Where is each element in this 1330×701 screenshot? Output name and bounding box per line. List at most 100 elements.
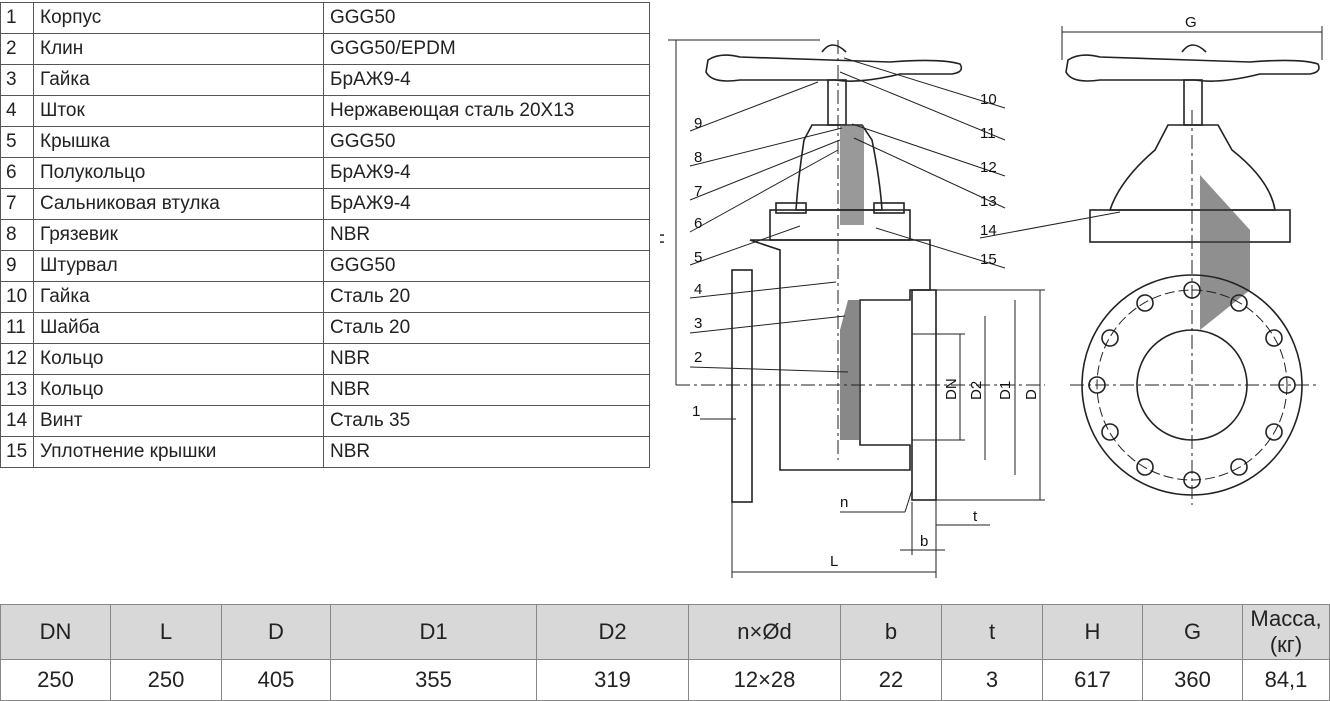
callout-leader <box>689 149 839 233</box>
part-name: Корпус <box>33 2 324 34</box>
bolt-hole <box>1265 329 1283 347</box>
dim-h-label: H <box>660 233 668 244</box>
callout-leader <box>875 227 1006 269</box>
callout-leader <box>689 366 849 373</box>
bonnet-flange-front <box>1089 209 1291 243</box>
part-material: GGG50 <box>323 126 650 158</box>
callout-15: 15 <box>980 251 997 268</box>
dim-d-label: D <box>1023 389 1040 400</box>
table-cell: 405 <box>221 659 331 701</box>
part-material: БрАЖ9-4 <box>323 188 650 220</box>
callout-leader <box>851 123 1006 177</box>
part-number: 10 <box>0 281 34 313</box>
part-material: БрАЖ9-4 <box>323 64 650 96</box>
callout-6: 6 <box>694 215 702 232</box>
callout-4: 4 <box>694 281 702 298</box>
column-header: L <box>110 604 222 660</box>
dim-d2-label: D2 <box>968 381 985 400</box>
table-cell: 250 <box>110 659 222 701</box>
part-number: 2 <box>0 33 34 65</box>
part-number: 6 <box>0 157 34 189</box>
part-number: 9 <box>0 250 34 282</box>
part-name: Кольцо <box>33 343 324 375</box>
callout-5: 5 <box>694 249 702 266</box>
table-row: 250 250 405 355 319 12×28 22 3 617 360 8… <box>0 659 1330 701</box>
part-number: 15 <box>0 436 34 468</box>
part-material: GGG50 <box>323 2 650 34</box>
bolt-head <box>873 202 905 214</box>
stem-top <box>827 79 847 126</box>
callout-leader <box>689 139 841 201</box>
column-header: H <box>1042 604 1143 660</box>
callout-11: 11 <box>980 125 996 142</box>
part-name: Клин <box>33 33 324 65</box>
part-material: GGG50 <box>323 250 650 282</box>
bolt-hole <box>1136 458 1154 476</box>
dim-b-label: b <box>920 533 928 550</box>
wedge-section <box>840 300 860 440</box>
callout-leader <box>689 281 837 299</box>
part-number: 13 <box>0 374 34 406</box>
part-material: NBR <box>323 374 650 406</box>
bonnet-section <box>840 125 864 225</box>
part-name: Крышка <box>33 126 324 158</box>
part-name: Гайка <box>33 281 324 313</box>
part-number: 14 <box>0 405 34 437</box>
callout-leader <box>979 211 1121 239</box>
part-name: Кольцо <box>33 374 324 406</box>
dim-g-label: G <box>1185 14 1197 31</box>
dim-dn-label: DN <box>943 378 960 400</box>
column-header: D1 <box>330 604 537 660</box>
part-material: Сталь 20 <box>323 281 650 313</box>
front-view: G <box>1061 14 1323 505</box>
callout-9: 9 <box>694 115 702 132</box>
part-name: Уплотнение крышки <box>33 436 324 468</box>
wedge-front <box>1200 175 1250 330</box>
table-cell: 3 <box>941 659 1043 701</box>
part-number: 4 <box>0 95 34 127</box>
part-name: Сальниковая втулка <box>33 188 324 220</box>
dim-l-label: L <box>830 553 838 570</box>
table-cell: 360 <box>1142 659 1243 701</box>
part-material: Сталь 20 <box>323 312 650 344</box>
part-number: 1 <box>0 2 34 34</box>
column-header: Масса, (кг) <box>1242 604 1330 660</box>
part-number: 8 <box>0 219 34 251</box>
part-material: Сталь 35 <box>323 405 650 437</box>
part-number: 5 <box>0 126 34 158</box>
table-cell: 319 <box>536 659 689 701</box>
callout-leader <box>689 81 819 132</box>
callout-leader <box>853 137 1006 209</box>
part-name: Шток <box>33 95 324 127</box>
callout-leader <box>689 225 801 266</box>
table-cell: 22 <box>840 659 942 701</box>
dim-t-label: t <box>973 508 978 525</box>
bolt-hole <box>1265 423 1283 441</box>
callout-1: 1 <box>692 403 700 420</box>
table-cell: 617 <box>1042 659 1143 701</box>
callout-2: 2 <box>694 349 702 366</box>
bolt-hole <box>1101 423 1119 441</box>
part-name: Штурвал <box>33 250 324 282</box>
valve-drawing: H DN D2 D1 D L n b t 1 2 3 <box>660 14 1323 578</box>
callout-12: 12 <box>980 159 997 176</box>
dim-n-label: n <box>840 494 848 511</box>
column-header: b <box>840 604 942 660</box>
table-cell: 84,1 <box>1242 659 1330 701</box>
part-number: 12 <box>0 343 34 375</box>
part-name: Полукольцо <box>33 157 324 189</box>
callouts: 1 2 3 4 5 6 7 8 9 10 11 12 13 14 15 <box>689 57 1121 420</box>
table-cell: 355 <box>330 659 537 701</box>
bolt-hole <box>1230 458 1248 476</box>
